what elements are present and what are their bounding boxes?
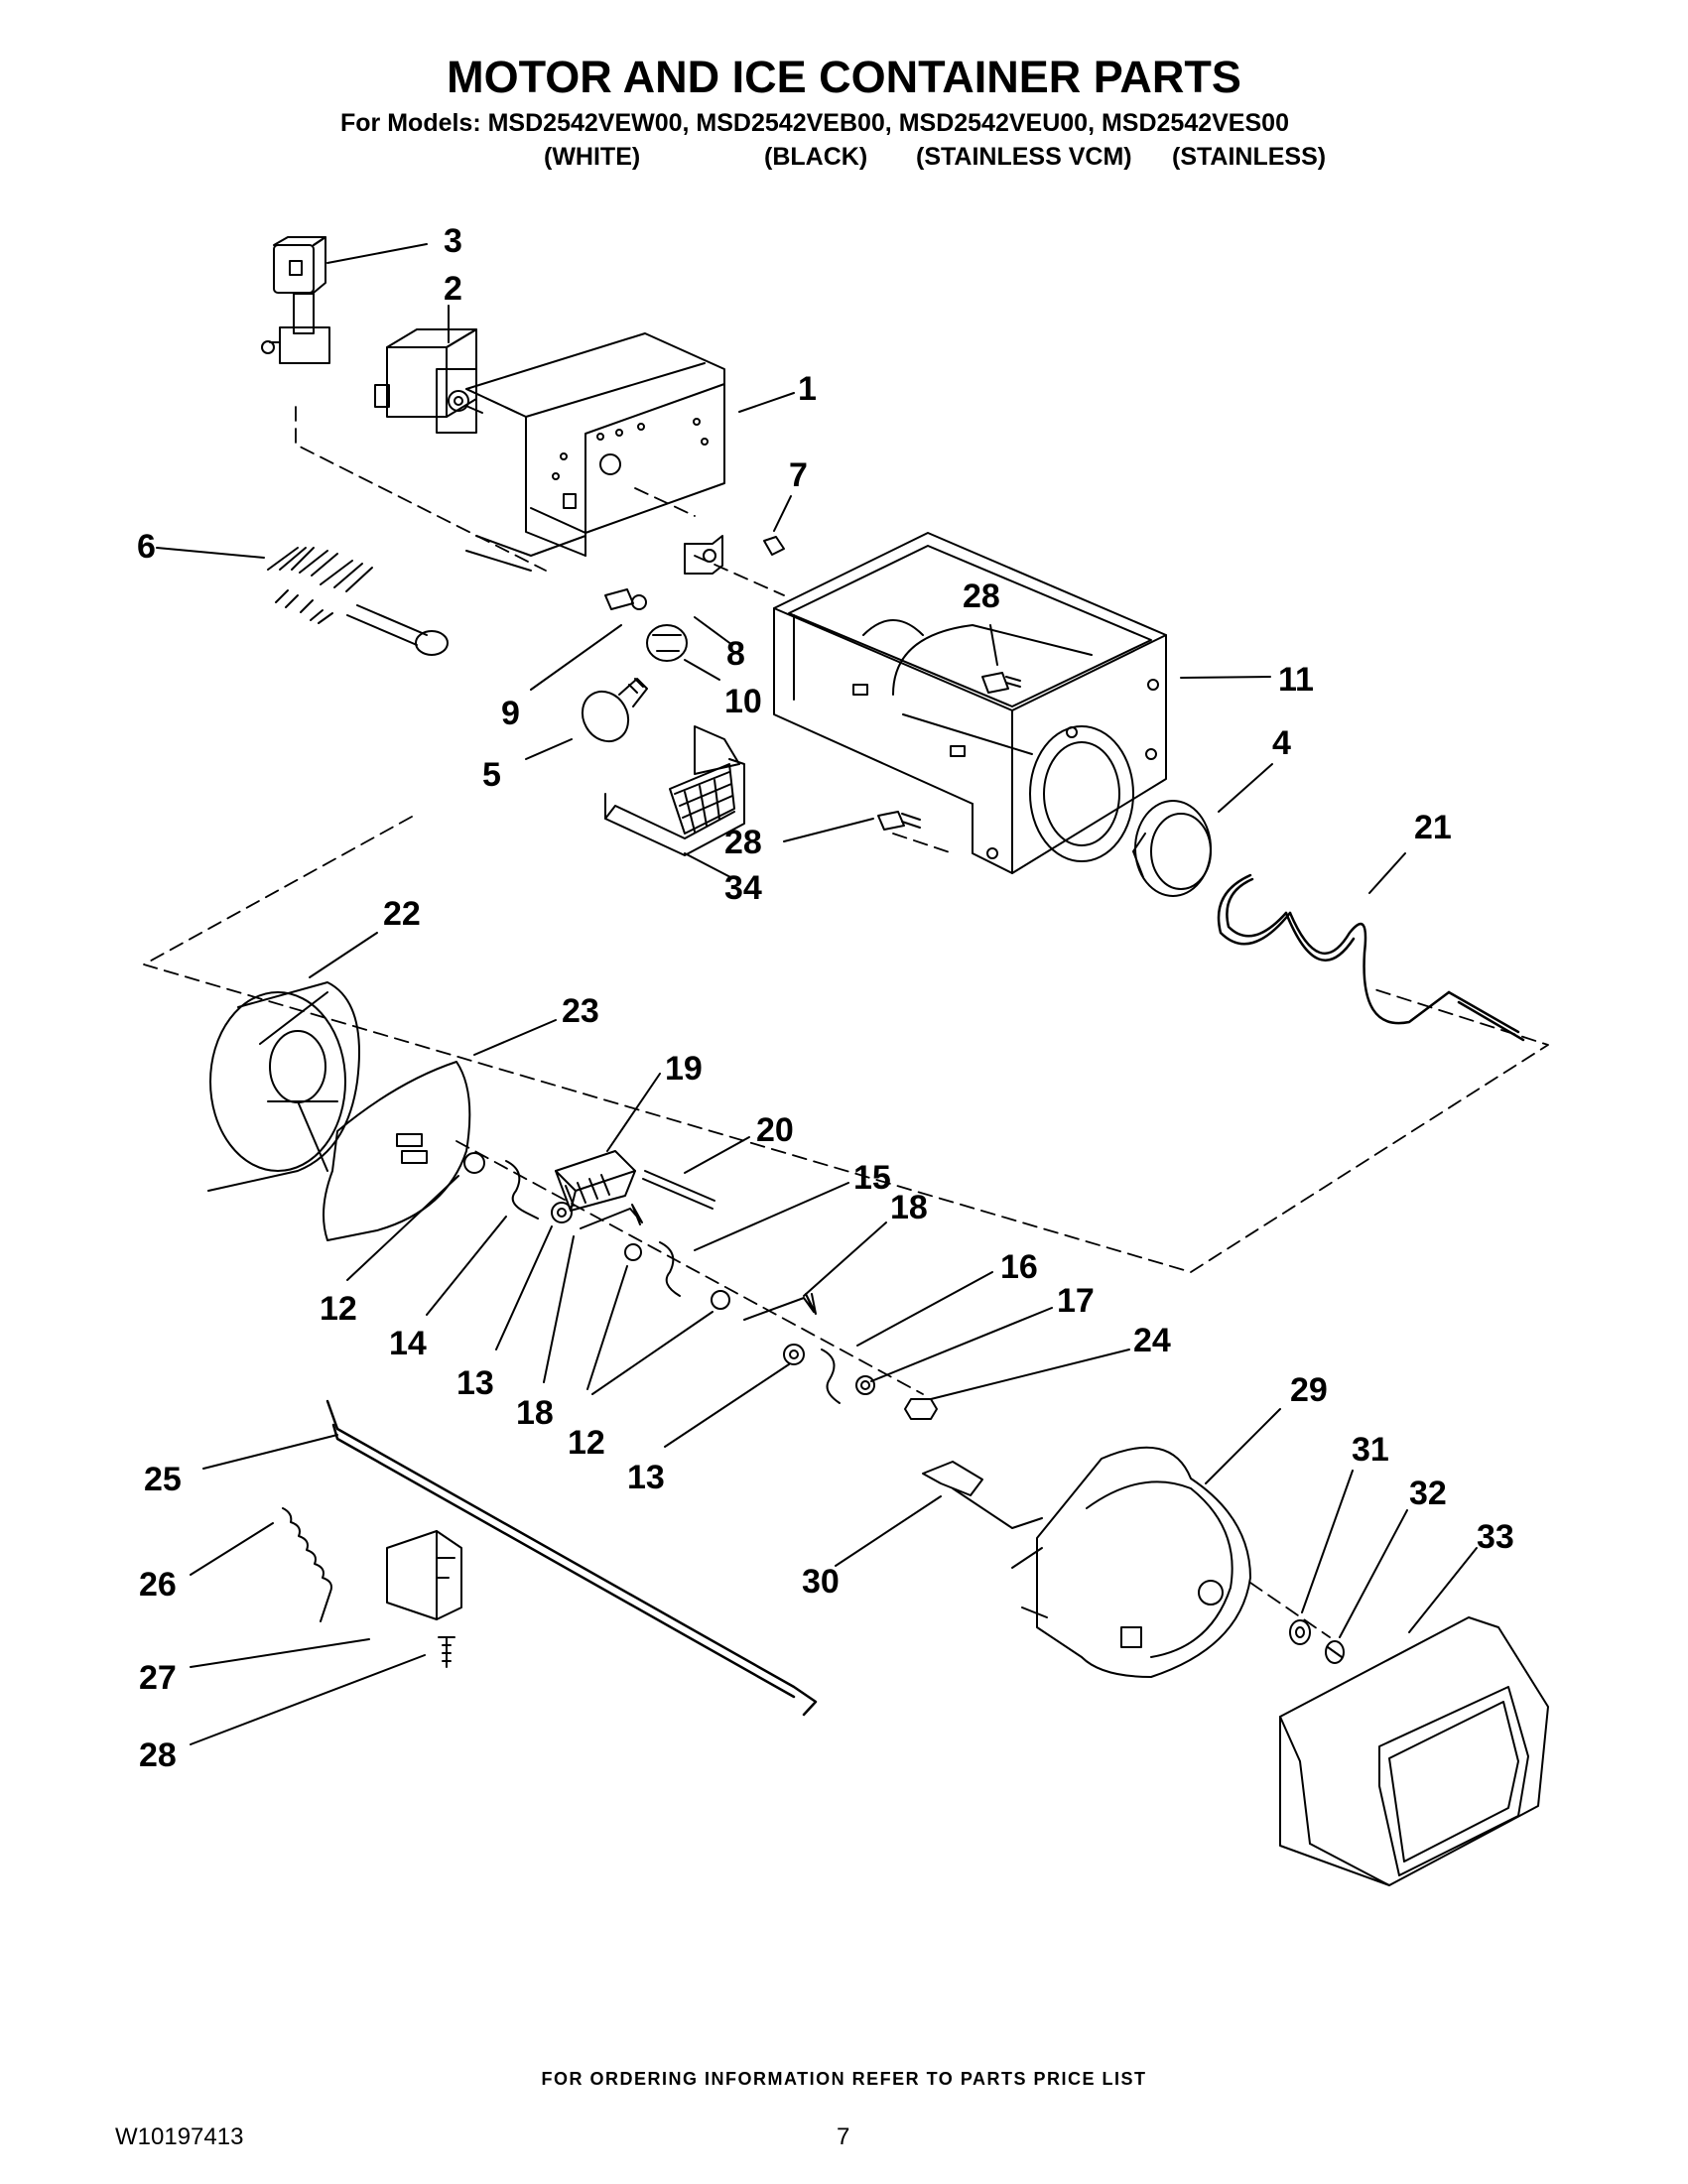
ordering-info-note: FOR ORDERING INFORMATION REFER TO PARTS … xyxy=(541,2069,1147,2089)
motor-housing-part xyxy=(1011,1446,1251,1678)
auger-wheel-part xyxy=(207,981,360,1192)
callout-12-middle: 12 xyxy=(568,1424,605,1462)
callout-28-upper: 28 xyxy=(963,578,1000,615)
wiring-harness-part xyxy=(267,547,449,656)
callout-31: 31 xyxy=(1352,1431,1389,1469)
callout-13-right: 13 xyxy=(627,1459,665,1496)
callout-26: 26 xyxy=(139,1566,177,1604)
models-line: For Models: MSD2542VEW00, MSD2542VEB00, … xyxy=(340,109,1289,137)
callout-15: 15 xyxy=(853,1159,891,1197)
callout-4: 4 xyxy=(1272,724,1291,762)
callout-28-middle: 28 xyxy=(724,824,762,861)
ice-door-rod-part xyxy=(325,1399,818,1717)
color-label-stainless-vcm: (STAINLESS VCM) xyxy=(916,143,1132,171)
callout-1: 1 xyxy=(798,370,817,408)
color-label-black: (BLACK) xyxy=(764,143,868,171)
callout-8: 8 xyxy=(726,635,745,673)
callout-17: 17 xyxy=(1057,1282,1095,1320)
callout-30: 30 xyxy=(802,1563,840,1601)
callout-27: 27 xyxy=(139,1659,177,1697)
callout-24: 24 xyxy=(1133,1322,1171,1359)
crusher-block-part xyxy=(555,1150,715,1212)
callout-13-left: 13 xyxy=(456,1364,494,1402)
callout-18-right: 18 xyxy=(890,1189,928,1226)
clip-part xyxy=(922,1461,1043,1529)
control-housing-part xyxy=(465,332,725,572)
callout-32: 32 xyxy=(1409,1475,1447,1512)
callout-28-lower: 28 xyxy=(139,1736,177,1774)
callout-2: 2 xyxy=(444,270,462,308)
callout-29: 29 xyxy=(1290,1371,1328,1409)
callout-33: 33 xyxy=(1477,1518,1514,1556)
assembly-dashed-lines xyxy=(143,388,1549,1638)
screw-part-lower xyxy=(438,1636,455,1668)
cover-part xyxy=(1279,1616,1549,1886)
bracket-part xyxy=(386,1530,462,1620)
callout-25: 25 xyxy=(144,1461,182,1498)
screw-parts-upper xyxy=(877,672,1021,831)
callout-11: 11 xyxy=(1278,661,1314,699)
leader-arrows xyxy=(156,243,1478,1745)
document-number: W10197413 xyxy=(115,2123,244,2150)
crusher-plate-part xyxy=(323,1061,471,1241)
callout-14: 14 xyxy=(389,1325,427,1362)
callout-19: 19 xyxy=(665,1050,703,1088)
page-title: MOTOR AND ICE CONTAINER PARTS xyxy=(447,52,1241,102)
ice-container-part xyxy=(773,532,1167,874)
callout-18-left: 18 xyxy=(516,1394,554,1432)
callout-12-left: 12 xyxy=(320,1290,357,1328)
callout-5: 5 xyxy=(482,756,501,794)
auger-motor-part xyxy=(374,328,483,434)
callout-23: 23 xyxy=(562,992,599,1030)
callout-16: 16 xyxy=(1000,1248,1038,1286)
callout-labels: 3 2 1 7 6 8 9 10 5 11 28 4 28 34 21 22 2… xyxy=(137,222,1514,1774)
callout-10: 10 xyxy=(724,683,762,720)
callout-6: 6 xyxy=(137,528,156,566)
bearing-part xyxy=(1132,800,1212,897)
callout-9: 9 xyxy=(501,695,520,732)
light-shield-part xyxy=(604,725,745,856)
callout-22: 22 xyxy=(383,895,421,933)
callout-20: 20 xyxy=(756,1111,794,1149)
light-bulb-part xyxy=(581,678,648,743)
shaft-components xyxy=(463,1152,938,1420)
callout-3: 3 xyxy=(444,222,462,260)
callout-21: 21 xyxy=(1414,809,1452,846)
color-label-white: (WHITE) xyxy=(544,143,641,171)
washer-parts xyxy=(1289,1619,1345,1664)
page-number: 7 xyxy=(837,2123,850,2150)
callout-7: 7 xyxy=(789,456,808,494)
heater-part xyxy=(1217,873,1525,1042)
valve-solenoid-part xyxy=(261,236,330,364)
small-fasteners xyxy=(604,535,785,662)
color-label-stainless: (STAINLESS) xyxy=(1172,143,1327,171)
spring-part xyxy=(282,1507,332,1622)
callout-34: 34 xyxy=(724,869,762,907)
